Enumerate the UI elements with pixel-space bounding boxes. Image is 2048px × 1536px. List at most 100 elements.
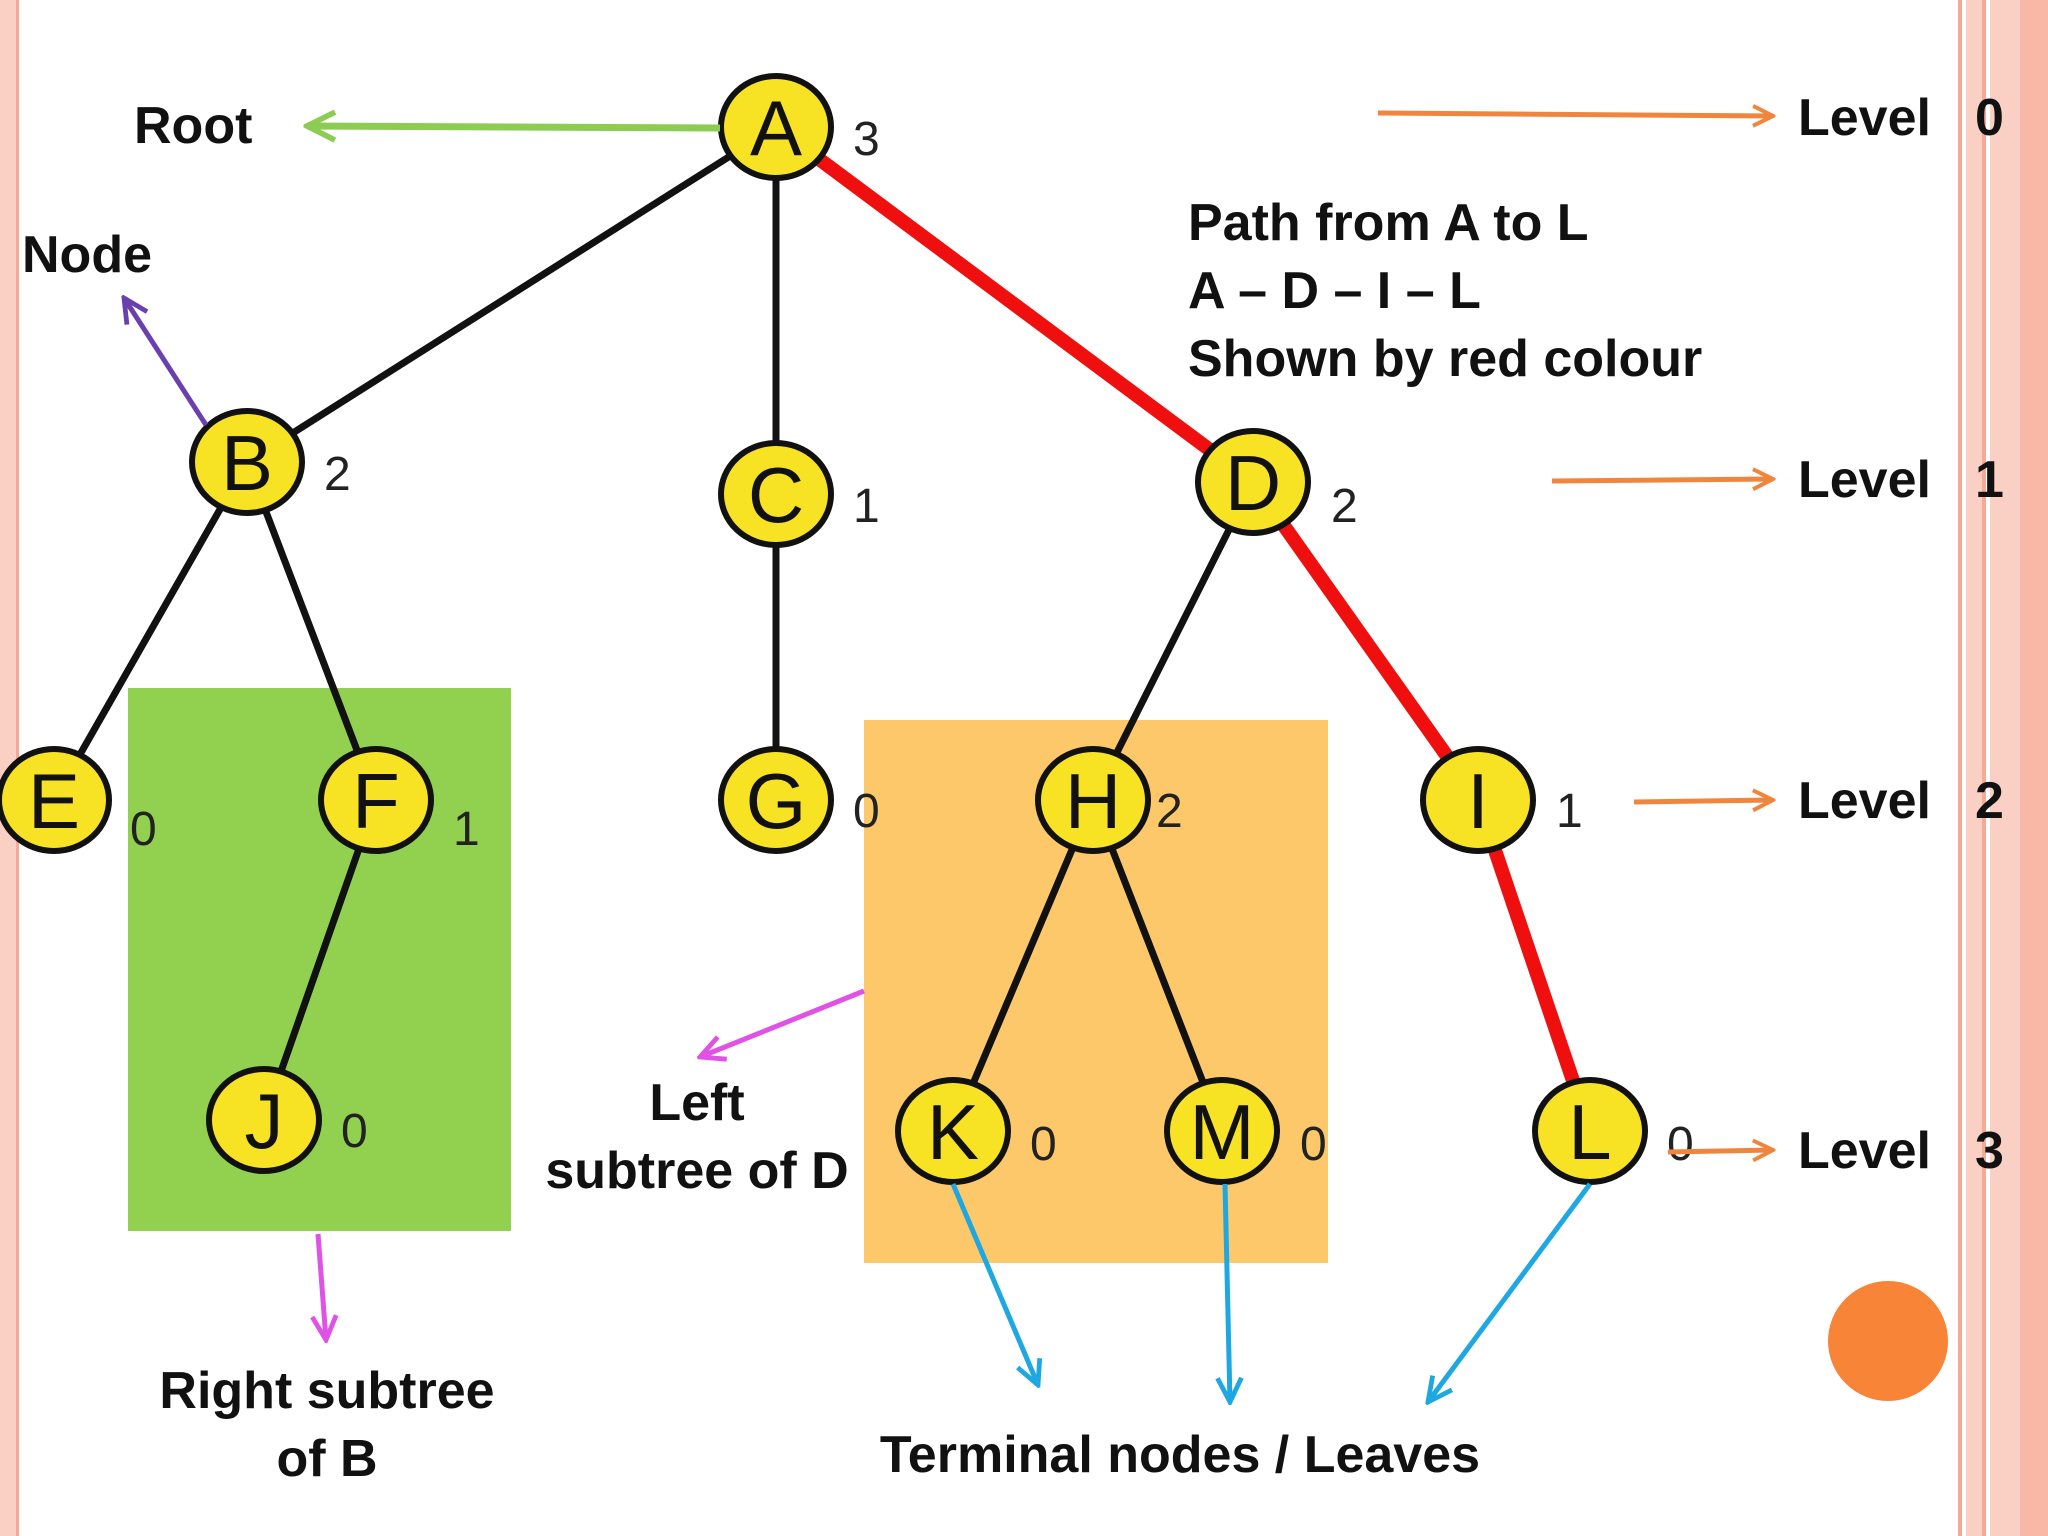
- level-2-label: Level 2: [1798, 772, 2004, 830]
- right-band-2: [1990, 0, 2020, 1536]
- node-circle: [1532, 1077, 1648, 1185]
- level-number: 3: [1975, 1122, 2004, 1180]
- node-degree: 1: [1556, 785, 1583, 838]
- right-subtree-label-line1: Right subtree: [159, 1362, 494, 1420]
- path-note: Shown by red colour: [1188, 330, 1702, 388]
- node-label: F: [352, 757, 400, 845]
- edge-d-i: [1246, 475, 1485, 807]
- node-circle: [206, 1066, 322, 1174]
- node-degree: 0: [130, 803, 157, 856]
- node-circle: [895, 1077, 1011, 1185]
- level-word: Level: [1798, 451, 1931, 509]
- right-subtree-label-line2: of B: [276, 1430, 377, 1488]
- right-subtree-arrow: [318, 1233, 326, 1340]
- node-label: Node: [22, 226, 152, 284]
- level-3-arrow: [1667, 1150, 1773, 1152]
- node-arrow: [124, 298, 209, 427]
- level-number: 0: [1975, 89, 2004, 147]
- leaf-arrow-l: [1428, 1182, 1593, 1402]
- node-circle: [1164, 1077, 1280, 1185]
- level-word: Level: [1798, 772, 1931, 830]
- left-subtree-label-line2: subtree of D: [545, 1142, 848, 1200]
- node-label: E: [28, 757, 80, 845]
- node-circle: [718, 73, 834, 181]
- node-label: G: [746, 757, 807, 845]
- node-degree: 3: [853, 113, 880, 166]
- node-circle: [718, 746, 834, 854]
- node-degree: 2: [1331, 480, 1358, 533]
- leaf-arrow-m: [1225, 1183, 1230, 1402]
- leaves-label: Terminal nodes / Leaves: [880, 1426, 1480, 1484]
- level-number: 1: [1975, 451, 2004, 509]
- node-circle: [318, 746, 434, 854]
- edge-f-j: [260, 796, 380, 1124]
- node-label: M: [1190, 1088, 1255, 1176]
- node-label: J: [245, 1077, 284, 1165]
- level-1-label: Level 1: [1798, 451, 2004, 509]
- left-subtree-label-line1: Left: [649, 1074, 744, 1132]
- edge-d-h: [1089, 478, 1257, 804]
- node-label: H: [1065, 757, 1121, 845]
- level-0-label: Level 0: [1798, 89, 2004, 147]
- node-circle: [0, 746, 112, 854]
- right-band-3: [2020, 0, 2048, 1536]
- node-degree: 0: [1030, 1118, 1057, 1171]
- node-label: B: [221, 419, 273, 507]
- path-title: Path from A to L: [1188, 194, 1589, 252]
- level-word: Level: [1798, 1122, 1931, 1180]
- root-arrow: [307, 126, 721, 128]
- node-circle: [1195, 428, 1311, 536]
- level-number: 2: [1975, 772, 2004, 830]
- node-label: K: [927, 1088, 979, 1176]
- node-label: D: [1225, 439, 1281, 527]
- node-degree: 0: [341, 1105, 368, 1158]
- decor-orange-circle: [1828, 1281, 1948, 1401]
- node-label: A: [750, 84, 802, 172]
- node-label: I: [1467, 757, 1489, 845]
- node-degree: 2: [324, 448, 351, 501]
- left-subtree-arrow: [700, 988, 865, 1057]
- right-band-line-2: [1982, 0, 1986, 1536]
- node-circle: [189, 408, 305, 516]
- level-3-label: Level 3: [1798, 1122, 2004, 1180]
- edge-h-m: [1089, 796, 1226, 1135]
- node-degree: 2: [1156, 785, 1183, 838]
- edge-h-k: [949, 796, 1097, 1135]
- node-degree: 0: [1300, 1118, 1327, 1171]
- level-2-arrow: [1633, 800, 1773, 802]
- path-sequence: A – D – I – L: [1188, 262, 1481, 320]
- level-word: Level: [1798, 89, 1931, 147]
- node-circle: [1035, 746, 1151, 854]
- level-1-arrow: [1551, 479, 1773, 481]
- node-degree: 1: [853, 480, 880, 533]
- root-label: Root: [134, 97, 252, 155]
- edge-i-l: [1471, 793, 1597, 1138]
- leaf-arrow-k: [950, 1183, 1038, 1385]
- edge-a-b: [243, 123, 780, 466]
- level-0-arrow: [1377, 113, 1773, 116]
- node-degree: 0: [1667, 1118, 1694, 1171]
- node-label: L: [1568, 1088, 1611, 1176]
- node-degree: 0: [853, 785, 880, 838]
- node-circle: [718, 440, 834, 548]
- edge-a-d: [769, 120, 1260, 489]
- node-label: C: [748, 451, 804, 539]
- node-circle: [1420, 746, 1536, 854]
- edge-b-f: [243, 458, 380, 804]
